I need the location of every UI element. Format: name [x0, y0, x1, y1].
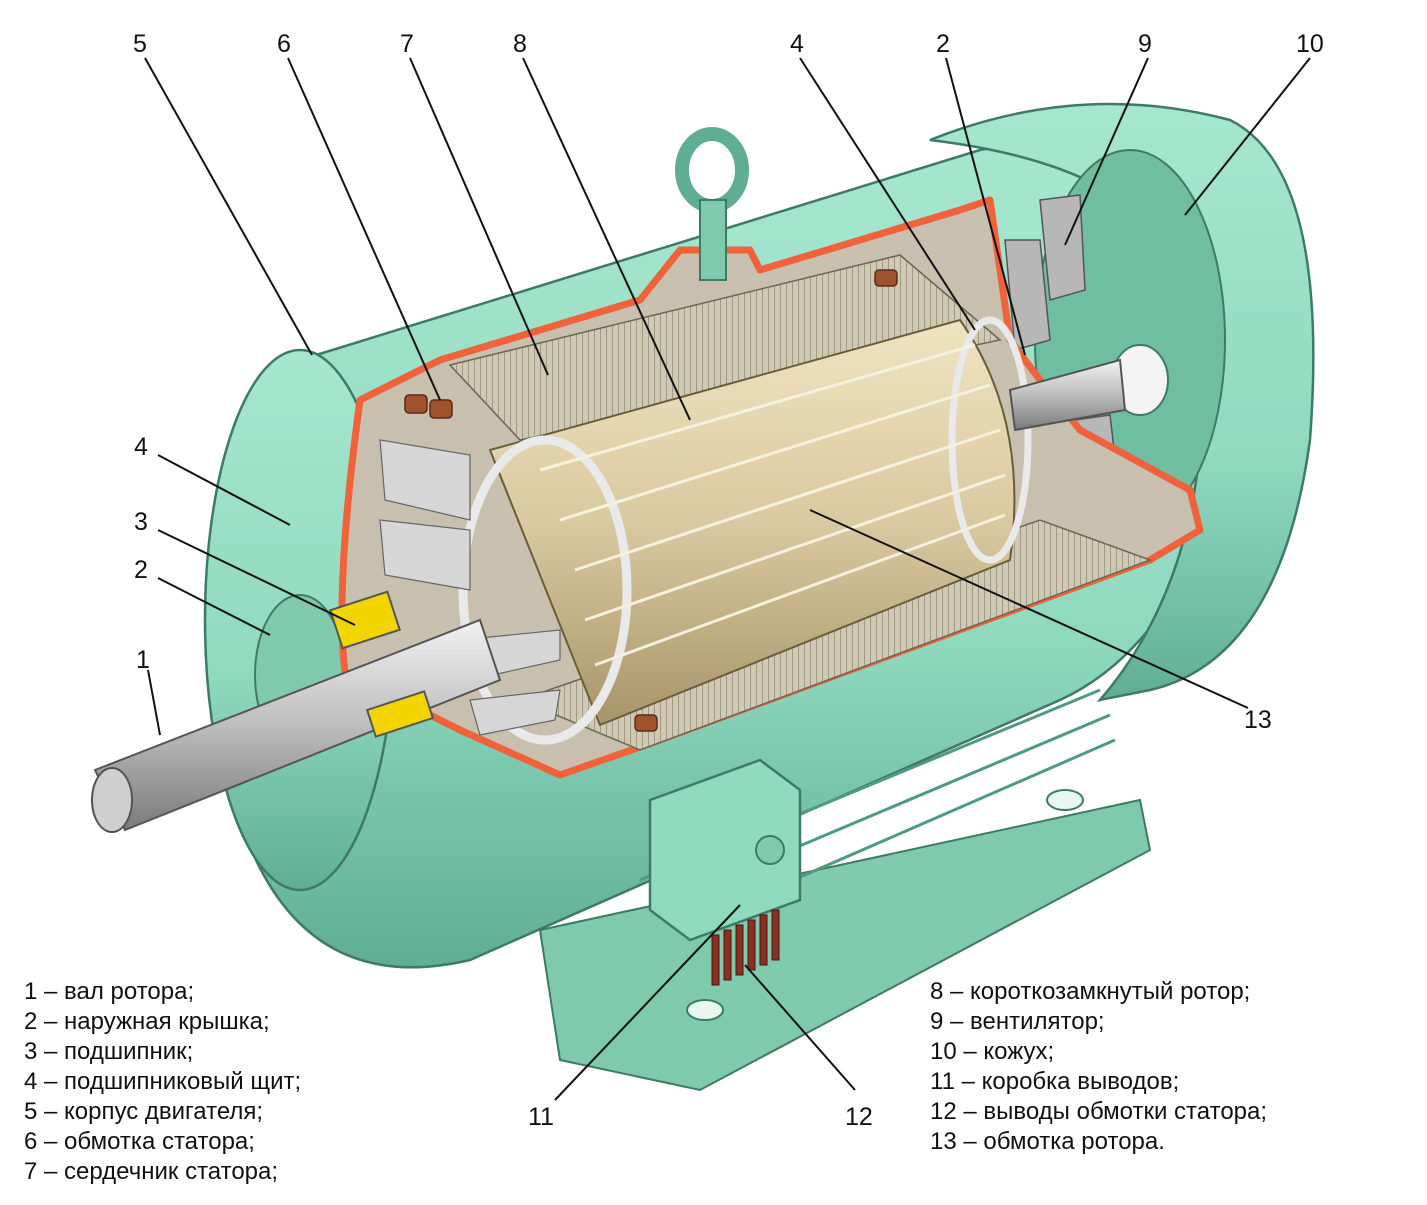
- callout-4-right: 4: [790, 30, 804, 58]
- leader-line-9: [1064, 57, 1149, 246]
- leader-line-7: [409, 57, 549, 376]
- leader-line-3: [157, 529, 356, 626]
- legend-item: 10 – кожух;: [930, 1038, 1055, 1065]
- callout-6: 6: [277, 30, 291, 58]
- legend-item: 12 – выводы обмотки статора;: [930, 1098, 1268, 1125]
- callout-2-left: 2: [134, 556, 148, 584]
- legend-item: 3 – подшипник;: [24, 1038, 194, 1065]
- callout-2-right: 2: [936, 30, 950, 58]
- leader-line-6: [287, 57, 441, 401]
- leader-line-4-left: [157, 454, 291, 526]
- terminal-box: [648, 758, 802, 986]
- foot-bolt-hole: [1046, 789, 1084, 811]
- leader-line-12: [744, 964, 856, 1091]
- rotor-shaft-rear: [1008, 358, 1127, 432]
- legend-item: 2 – наружная крышка;: [24, 1008, 270, 1035]
- callout-9: 9: [1138, 30, 1152, 58]
- legend-item: 5 – корпус двигателя;: [24, 1098, 264, 1125]
- leader-line-2-right: [945, 57, 1026, 356]
- leader-lines: [144, 57, 1311, 1101]
- legend-item: 13 – обмотка ротора.: [930, 1128, 1165, 1155]
- legend-right: 8 – короткозамкнутый ротор; 9 – вентилят…: [930, 977, 1267, 1157]
- callout-11: 11: [528, 1103, 554, 1131]
- bearing: [329, 590, 401, 650]
- callout-1: 1: [136, 646, 150, 674]
- callout-10: 10: [1296, 30, 1324, 58]
- legend-item: 9 – вентилятор;: [930, 1008, 1105, 1035]
- stator-winding: [404, 269, 898, 732]
- callout-4-left: 4: [134, 433, 148, 461]
- leader-line-2-left: [157, 577, 271, 636]
- legend-item: 11 – коробка выводов;: [930, 1068, 1180, 1095]
- legend-left: 1 – вал ротора; 2 – наружная крышка; 3 –…: [24, 977, 301, 1187]
- leader-line-8: [522, 57, 691, 421]
- stator-core: [448, 254, 1002, 441]
- lifting-eye: [675, 127, 749, 281]
- rotor-end-ring: [948, 316, 1032, 564]
- callout-7: 7: [400, 30, 414, 58]
- leader-line-1: [147, 669, 161, 736]
- legend-item: 7 – сердечник статора;: [24, 1158, 279, 1185]
- callout-12: 12: [845, 1103, 873, 1131]
- rotor-vanes: [379, 439, 561, 736]
- leader-line-11: [554, 904, 741, 1101]
- foot-bolt-hole: [686, 999, 724, 1021]
- rotor-end-ring: [458, 435, 632, 745]
- callout-3: 3: [134, 508, 148, 536]
- leader-line-5: [144, 57, 313, 356]
- callout-5: 5: [133, 30, 147, 58]
- callout-numbers: 1 2 3 4 5 6 7 8 4 2 9 10 11 12 13: [133, 30, 1324, 1131]
- legend-item: 6 – обмотка статора;: [24, 1128, 255, 1155]
- legend-item: 4 – подшипниковый щит;: [24, 1068, 302, 1095]
- stator-leads: [711, 909, 780, 986]
- rotor-bars: [539, 343, 1006, 667]
- legend-item: 1 – вал ротора;: [24, 978, 195, 1005]
- leader-line-13: [809, 509, 1249, 709]
- leader-line-10: [1184, 57, 1311, 216]
- shaft-end: [91, 767, 133, 833]
- legend-item: 8 – короткозамкнутый ротор;: [930, 978, 1251, 1005]
- callout-8: 8: [513, 30, 527, 58]
- leader-line-4-right: [799, 57, 976, 331]
- callout-13: 13: [1244, 706, 1272, 734]
- bearing: [365, 690, 435, 738]
- motor-illustration: [91, 102, 1315, 1092]
